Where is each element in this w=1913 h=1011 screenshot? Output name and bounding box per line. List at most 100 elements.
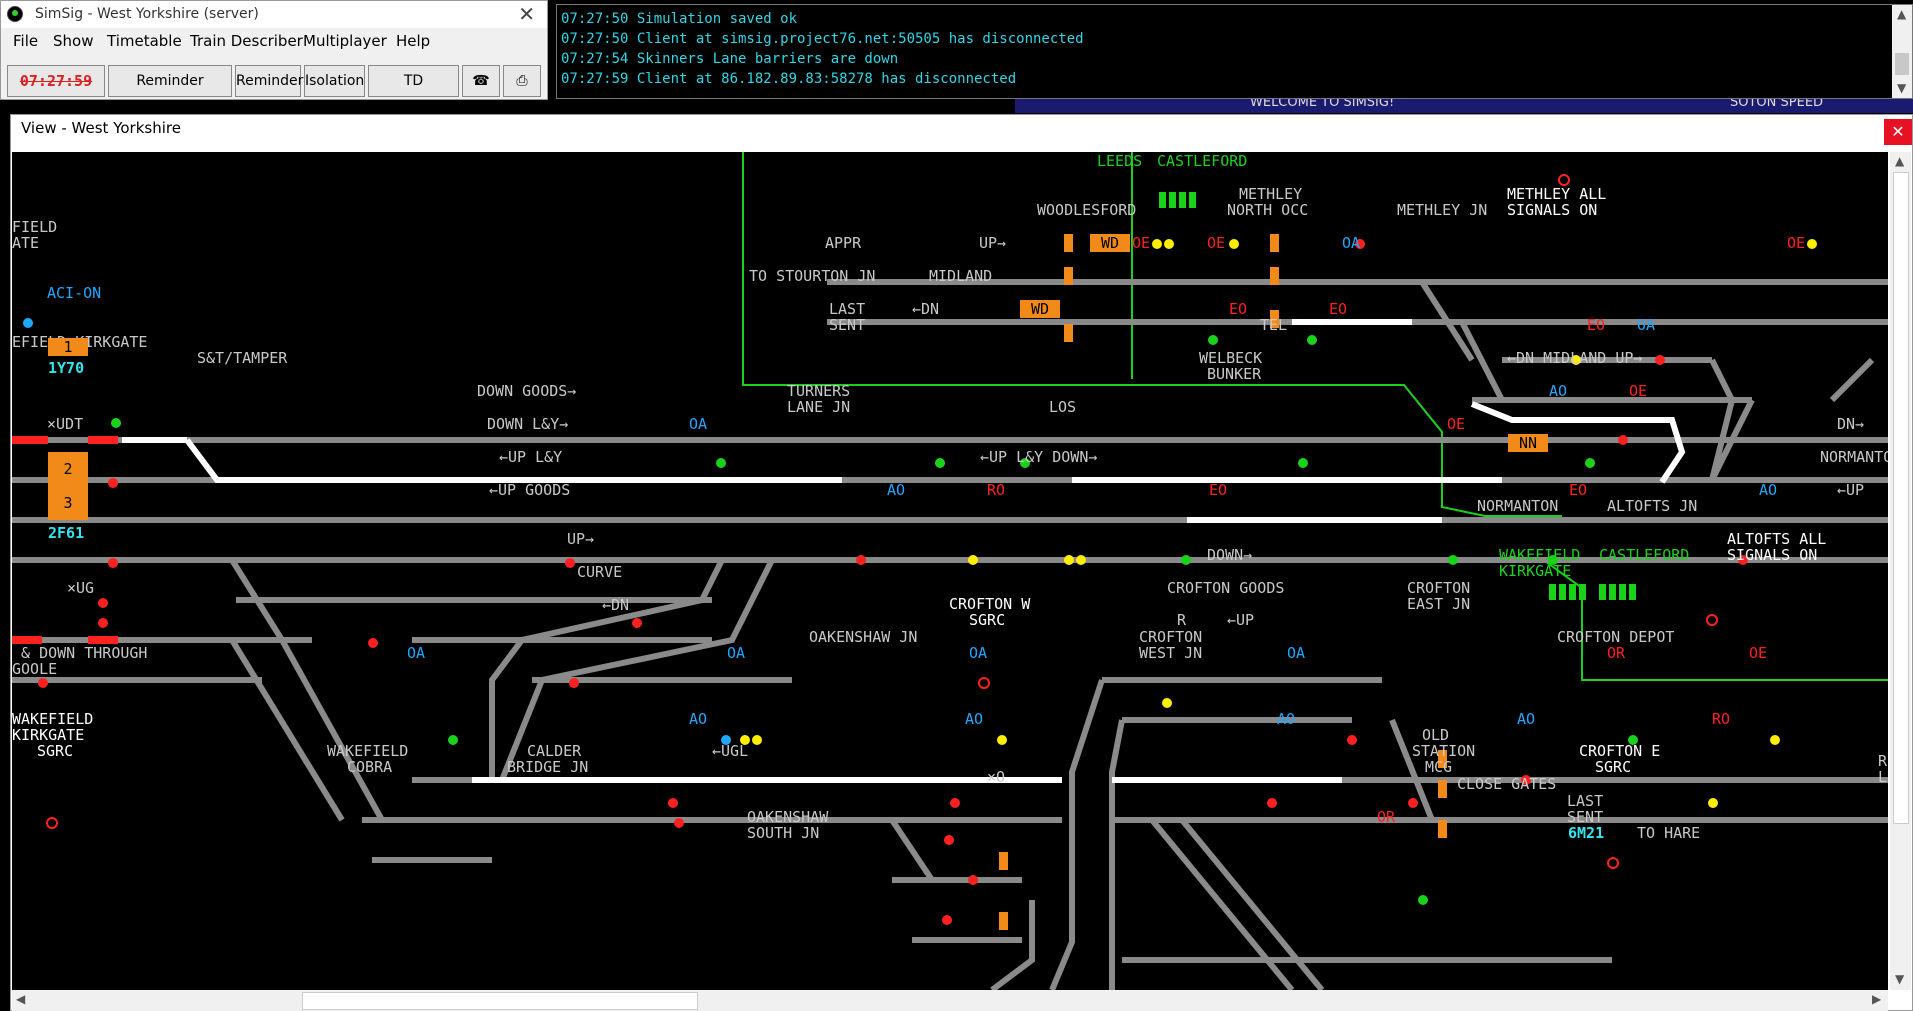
signal-id-label: AO [965, 710, 984, 728]
scroll-thumb[interactable] [302, 992, 698, 1010]
signal-id-label: EO [1209, 481, 1228, 499]
ugl-label: ←UGL [712, 742, 749, 760]
red-track-circuits [12, 436, 118, 644]
close-icon[interactable]: ✕ [518, 2, 535, 26]
wakefield-kirkgate-green-label: KIRKGATE [1499, 562, 1572, 580]
message-line: 07:27:50 Client at simsig.project76.net:… [561, 31, 1084, 47]
green-indicators [1159, 192, 1636, 600]
view-close-button[interactable]: ✕ [1884, 119, 1912, 145]
menu-help[interactable]: Help [396, 32, 431, 50]
crofton-depot-label: CROFTON DEPOT [1557, 628, 1675, 646]
dn-label: ←DN [912, 300, 940, 318]
menu-multiplayer[interactable]: Multiplayer [303, 32, 387, 50]
main-titlebar[interactable]: SimSig - West Yorkshire (server) ✕ [1, 1, 547, 28]
menu-show[interactable]: Show [53, 32, 94, 50]
up-ly-down-label: ←UP L&Y DOWN→ [980, 448, 1098, 466]
crofton-goods-label: CROFTON GOODS [1167, 579, 1285, 597]
curve-label: CURVE [577, 563, 623, 581]
altofts-all-signals-label: SIGNALS ON [1727, 546, 1818, 564]
signal-id-label: AO [1549, 382, 1568, 400]
view-horizontal-scrollbar[interactable]: ◀ ▶ [12, 990, 1888, 1011]
menu-train-describer[interactable]: Train Describer [190, 32, 303, 50]
reminder-override-button[interactable]: Reminder Override [108, 65, 232, 119]
methley-all-signals-label: SIGNALS ON [1507, 201, 1598, 219]
dn-midland-up-label: ←DN MIDLAND UP→ [1507, 349, 1643, 367]
signal-id-label: OA [1342, 234, 1361, 252]
midland-label: MIDLAND [929, 267, 993, 285]
berth-box[interactable]: NN [1508, 434, 1548, 452]
printer-icon: ⎙ [516, 73, 528, 89]
calder-bridge-jn-label: BRIDGE JN [507, 758, 589, 776]
train-description[interactable]: 1Y70 [48, 359, 85, 377]
dn-right-label: DN→ [1837, 415, 1865, 433]
menu-file[interactable]: File [13, 32, 39, 50]
td-interpose-button[interactable]: TD Interpose [368, 65, 459, 119]
berth-box[interactable]: WD [1020, 300, 1060, 318]
last-label: LAST [829, 300, 866, 318]
wakefield-kirkgate-sgrc-label: SGRC [37, 742, 74, 760]
signal-id-label: OE [1132, 234, 1151, 252]
oakenshaw-south-jn-label: OAKENSHAW [747, 808, 829, 826]
train-description[interactable]: 2F61 [48, 524, 85, 542]
berth-box[interactable]: 2 [48, 452, 88, 486]
telephone-button[interactable]: ☎ [462, 65, 500, 97]
xo-label: ×O [987, 768, 1006, 786]
scroll-down-icon[interactable]: ▼ [1897, 81, 1907, 95]
set-routes [122, 319, 1686, 783]
scroll-down-icon[interactable]: ▼ [1895, 972, 1905, 986]
view-vertical-scrollbar[interactable]: ▲ ▼ [1890, 152, 1911, 990]
scroll-thumb[interactable] [1893, 172, 1909, 824]
main-window-title: SimSig - West Yorkshire (server) [35, 6, 259, 22]
clock-display[interactable]: 07:27:59 [7, 65, 105, 97]
turners-lane-label: TURNERS [787, 382, 851, 400]
castleford-top-label: CASTLEFORD [1157, 152, 1248, 170]
methley-all-signals-label: METHLEY ALL [1507, 185, 1607, 203]
signal-id-label: OA [969, 644, 988, 662]
reminder-button[interactable]: Reminder [235, 65, 303, 97]
sent-label: SENT [1567, 808, 1604, 826]
down-goods-label: DOWN GOODS→ [477, 382, 577, 400]
wakefield-kirkgate-green-label: WAKEFIELD [1499, 546, 1581, 564]
signal-id-label: OA [1287, 644, 1306, 662]
signal-id-label: AO [887, 481, 906, 499]
scroll-left-icon[interactable]: ◀ [16, 992, 26, 1006]
signal-id-label: EO [1329, 300, 1348, 318]
signal-id-label: EO [1229, 300, 1248, 318]
old-station-mcg-label: OLD [1422, 726, 1450, 744]
to-stourton-label: TO STOURTON JN [749, 267, 876, 285]
up-label: UP→ [567, 530, 595, 548]
up-goods-label: ←UP GOODS [489, 481, 571, 499]
scroll-right-icon[interactable]: ▶ [1872, 992, 1882, 1006]
to-hare-label: TO HARE [1637, 824, 1701, 842]
print-button[interactable]: ⎙ [503, 65, 541, 97]
signal-id-label: RO [987, 481, 1006, 499]
train-description[interactable]: 6M21 [1568, 824, 1605, 842]
wakefield-kirkgate-sgrc-label: KIRKGATE [12, 726, 85, 744]
berth-box[interactable]: WD [1090, 234, 1130, 252]
menu-timetable[interactable]: Timetable [107, 32, 182, 50]
goole-label: GOOLE [12, 660, 58, 678]
aci-on-label: ACI-ON [47, 284, 102, 302]
last-label: LAST [1567, 792, 1604, 810]
berth-box[interactable]: 1 [48, 338, 88, 356]
signals [23, 174, 1817, 925]
welcome-text: WELCOME TO SIMSIG! [1250, 99, 1395, 110]
signal-id-label: AO [1277, 710, 1296, 728]
scroll-thumb[interactable] [1895, 53, 1909, 75]
berth-box[interactable]: 3 [48, 486, 88, 520]
scroll-up-icon[interactable]: ▲ [1895, 154, 1905, 168]
signal-id-label: OR [1607, 644, 1626, 662]
soton-speed-text: SOTON SPEED [1730, 99, 1824, 110]
castleford-green-label: CASTLEFORD [1599, 546, 1690, 564]
xudt-label: ×UDT [47, 415, 84, 433]
wakefield-cobra-label: COBRA [347, 758, 393, 776]
wakefield-cobra-label: WAKEFIELD [327, 742, 409, 760]
isolation-button[interactable]: Isolation [304, 65, 365, 97]
signal-id-label: OE [1207, 234, 1226, 252]
signalling-panel[interactable]: LEEDS CASTLEFORD WOODLESFORD METHLEY NOR… [12, 152, 1888, 990]
message-scrollbar[interactable]: ▲ ▼ [1892, 5, 1912, 98]
signal-id-label: OA [689, 415, 708, 433]
scroll-up-icon[interactable]: ▲ [1897, 7, 1907, 21]
wakefield-kirkgate-sgrc-label: WAKEFIELD [12, 710, 94, 728]
crofton-w-sgrc-label: SGRC [969, 611, 1006, 629]
